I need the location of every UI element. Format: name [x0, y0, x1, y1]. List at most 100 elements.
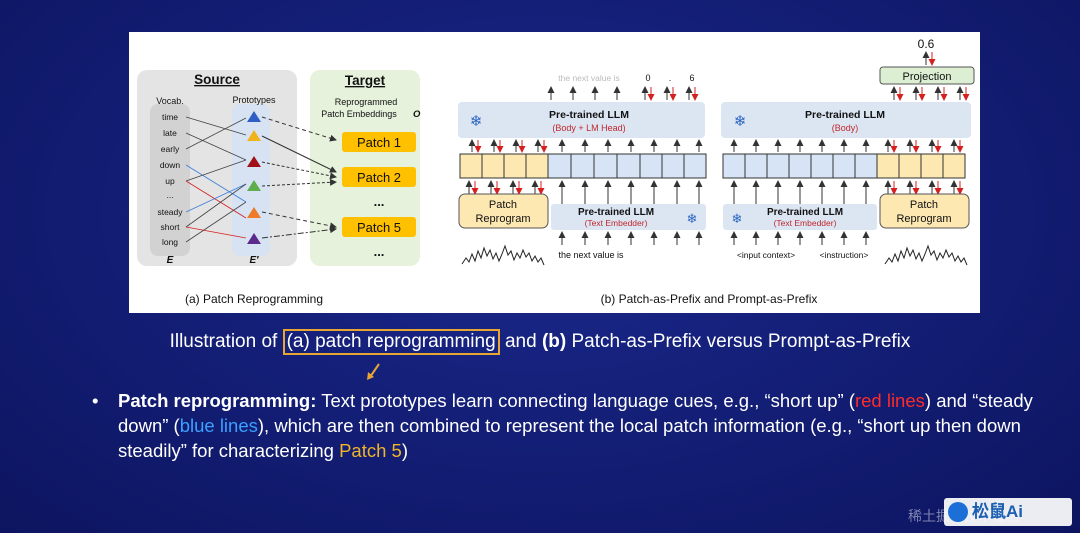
brand-name: 松鼠Ai: [972, 502, 1023, 521]
projection-label: Projection: [903, 71, 952, 83]
blue-lines-text: blue lines: [179, 415, 258, 436]
left-input-arrows: [558, 231, 703, 245]
text-embedder-left: [551, 204, 706, 230]
patch-reprogram-left: [458, 193, 549, 229]
right-lower-arrows: [730, 180, 964, 204]
vocab-prototype-links: [185, 116, 247, 243]
right-token-strip: [722, 153, 966, 179]
patch-reprogram-right: [879, 193, 970, 229]
snowflake-icon: ❄: [470, 113, 483, 130]
patch-reprogram-left-line2: Reprogram: [475, 213, 530, 225]
caption-part-b: (b): [541, 331, 567, 352]
right-mid-arrows: [730, 139, 964, 153]
e-label: E: [167, 255, 174, 266]
top-token-text: the next value is: [558, 73, 619, 83]
patch-1-box: [342, 132, 416, 152]
patch-2-label: Patch 2: [357, 170, 401, 185]
target-symbol: O: [413, 109, 421, 120]
prototype-triangle-yellow: [247, 130, 261, 141]
vocab-word: late: [163, 128, 177, 138]
target-subtitle-1: Reprogrammed: [335, 97, 398, 107]
bullet-text: Patch reprogramming: Text prototypes lea…: [118, 388, 1048, 463]
vocab-word: early: [161, 144, 180, 154]
panel-b: the next value is 0 . 6 ❄ Pre-trained LL…: [458, 37, 975, 306]
prototype-triangle-orange: [247, 207, 261, 218]
snowflake-icon: ❄: [732, 211, 743, 226]
panel-a-caption: (a) Patch Reprogramming: [185, 292, 323, 306]
llm-left-title: Pre-trained LLM: [549, 109, 629, 121]
caption-and: and: [499, 331, 542, 352]
bullet-text-part: ): [401, 440, 408, 461]
bottom-text-left: the next value is: [558, 250, 624, 260]
prototype-column: [232, 104, 270, 256]
prototype-triangle-darkred: [247, 156, 261, 167]
patch-5-label: Patch 5: [357, 220, 401, 235]
e-prime-label: E′: [249, 255, 259, 266]
caption-prefix: Illustration of: [169, 331, 283, 352]
panel-b-caption: (b) Patch-as-Prefix and Prompt-as-Prefix: [601, 292, 818, 306]
vocab-word: down: [160, 160, 181, 170]
vocab-word: ...: [166, 190, 173, 200]
patch-2-box: [342, 167, 416, 187]
output-value: 0.6: [918, 37, 935, 51]
text-embedder-right-sub: (Text Embedder): [774, 218, 837, 228]
projection-box: [879, 66, 975, 85]
right-input-arrows: [730, 231, 870, 245]
patch-reprogram-right-line2: Reprogram: [896, 213, 951, 225]
llm-right-box: [721, 102, 971, 138]
patch5-text: Patch 5: [339, 440, 402, 461]
patch-ellipsis: ...: [374, 244, 385, 259]
caption-highlight: (a) patch reprogramming: [282, 329, 500, 355]
vocab-word: long: [162, 237, 178, 247]
watermark: 稀土掘金技术社区 松鼠Ai: [908, 498, 1074, 526]
left-lower-arrows: [465, 180, 703, 204]
prototypes-header: Prototypes: [232, 95, 276, 105]
text-embedder-right: [723, 204, 877, 230]
prototype-triangle-purple: [247, 233, 261, 244]
llm-right-sub: (Body): [832, 123, 859, 133]
patch-reprogram-right-line1: Patch: [910, 199, 938, 211]
time-series-left: [461, 244, 545, 266]
projection-arrows: [890, 86, 970, 101]
time-series-right: [884, 244, 968, 266]
left-mid-arrows: [468, 139, 703, 153]
top-token-6: 6: [689, 73, 694, 83]
patch-reprogram-left-line1: Patch: [489, 199, 517, 211]
bullet-heading: Patch reprogramming:: [118, 390, 317, 411]
figure-panel: Source Target Vocab. Prototypes Reprogra…: [129, 32, 980, 313]
panel-a: Source Target Vocab. Prototypes Reprogra…: [137, 70, 421, 306]
bottom-input-context: <input context>: [737, 250, 795, 260]
top-token-dot: .: [669, 73, 672, 83]
prototype-triangle-blue: [247, 111, 261, 122]
brand-badge: 松鼠Ai: [944, 498, 1072, 526]
snowflake-icon: ❄: [687, 211, 698, 226]
patch-5-box: [342, 217, 416, 237]
bullet-text-part: ), which are then combined to represent …: [118, 415, 1021, 461]
bullet-text-part: Text prototypes learn connecting languag…: [316, 390, 855, 411]
snowflake-icon: ❄: [734, 113, 747, 130]
source-title: Source: [194, 72, 240, 87]
text-embedder-left-sub: (Text Embedder): [585, 218, 648, 228]
patch-ellipsis: ...: [374, 194, 385, 209]
pointer-arrow-icon: [367, 363, 380, 380]
text-embedder-right-title: Pre-trained LLM: [767, 207, 843, 218]
brand-logo-icon: [948, 502, 968, 522]
slide-caption: Illustration of (a) patch reprogramming …: [0, 329, 1080, 355]
target-subtitle-2: Patch Embeddings: [321, 109, 397, 119]
left-token-strip: [459, 153, 707, 179]
prototype-patch-arrows: [261, 116, 337, 239]
llm-left-sub: (Body + LM Head): [552, 123, 625, 133]
prototype-triangle-green: [247, 180, 261, 191]
vocab-header: Vocab.: [156, 96, 184, 106]
red-lines-text: red lines: [854, 390, 925, 411]
bullet-text-part: ) and “steady down” (: [118, 390, 1033, 436]
vocab-word: short: [161, 222, 181, 232]
bullet-dot: •: [92, 390, 99, 411]
top-token-0: 0: [645, 73, 650, 83]
llm-right-title: Pre-trained LLM: [805, 109, 885, 121]
left-up-arrows-top: [547, 86, 699, 101]
vocab-word: time: [162, 112, 178, 122]
vocab-column: [150, 104, 190, 256]
llm-left-box: [458, 102, 705, 138]
vocab-word: up: [165, 176, 175, 186]
